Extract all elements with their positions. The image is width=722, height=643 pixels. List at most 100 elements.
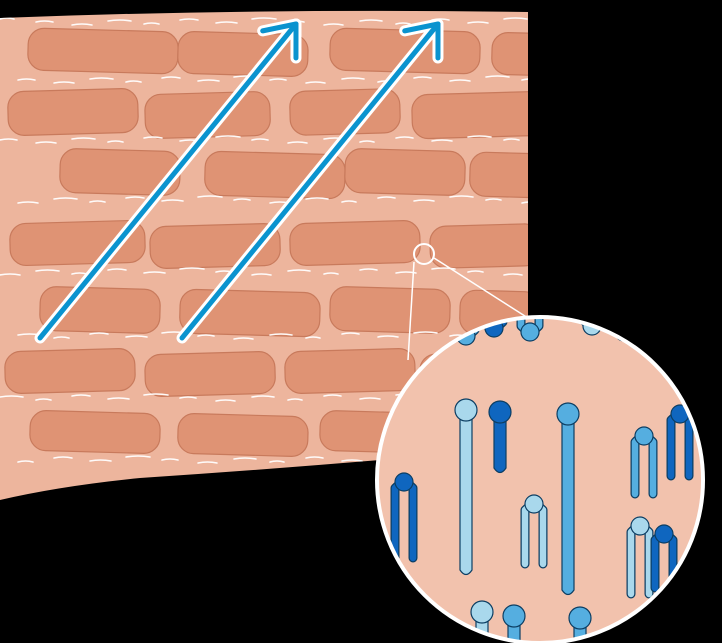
lipid-tail xyxy=(459,409,473,576)
lipid-streak xyxy=(251,138,269,141)
arrow-head xyxy=(260,21,299,61)
lipid-molecule xyxy=(626,516,654,599)
lipid-streak xyxy=(305,197,329,200)
lipid-streak xyxy=(251,17,277,20)
penetration-arrows xyxy=(34,18,444,344)
inset-border xyxy=(375,315,705,643)
lipid-molecule xyxy=(390,472,418,563)
lipid-streak xyxy=(89,459,112,462)
lipid-molecule xyxy=(650,524,678,593)
lipid-streak xyxy=(341,77,365,80)
lipid-streak xyxy=(35,269,60,272)
lipid-streak xyxy=(0,395,24,398)
lipid-head xyxy=(568,606,592,630)
lipid-streak xyxy=(53,456,73,459)
lipid-streak xyxy=(305,456,324,459)
lipid-streak xyxy=(305,81,326,84)
lipid-streak xyxy=(269,333,293,336)
lipid-streak xyxy=(89,77,114,80)
lipid-head xyxy=(502,604,526,628)
lipid-molecule xyxy=(666,404,694,481)
lipid-streak xyxy=(521,201,528,204)
lipid-streak xyxy=(107,268,127,271)
lipid-streak xyxy=(125,80,142,83)
lipid-streak xyxy=(467,21,489,24)
skin-cell xyxy=(4,348,136,394)
lipid-streak xyxy=(125,196,145,199)
skin-cell xyxy=(29,410,161,454)
lipid-streak xyxy=(179,18,199,21)
lipid-molecule xyxy=(610,317,638,342)
lipid-streak xyxy=(233,198,251,201)
lipid-streak xyxy=(0,17,15,20)
lipid-streak xyxy=(485,198,502,201)
lipid-streak xyxy=(71,137,96,140)
skin-cell xyxy=(469,151,528,199)
lipid-streak xyxy=(89,332,109,335)
lipid-head xyxy=(630,516,650,536)
lipid-streak xyxy=(161,76,181,79)
lipid-head xyxy=(524,494,544,514)
lipid-streak xyxy=(233,457,257,460)
skin-cell xyxy=(344,148,466,196)
lipid-streak xyxy=(449,195,474,198)
skin-tissue xyxy=(0,10,528,500)
lipid-head xyxy=(454,398,478,422)
lipid-streak xyxy=(359,397,381,400)
lipid-streak xyxy=(197,334,215,337)
lipid-streak xyxy=(161,199,184,202)
penetration-arrow xyxy=(34,18,302,344)
lipid-streak xyxy=(467,135,492,138)
inset-background xyxy=(377,317,703,643)
lipid-streak xyxy=(0,273,21,276)
lipid-streak xyxy=(143,393,169,396)
lipid-streak xyxy=(107,19,132,22)
lipid-streak xyxy=(359,268,378,271)
lipid-streak xyxy=(35,141,57,144)
lipid-molecule xyxy=(516,317,544,342)
lipid-streak xyxy=(503,17,528,20)
lipid-streak xyxy=(377,335,399,338)
lipid-streak xyxy=(359,140,375,143)
lipid-streak xyxy=(377,196,396,199)
magnifier-callout xyxy=(407,243,529,361)
lipid-streak xyxy=(341,459,363,462)
lipid-tail xyxy=(611,317,637,335)
lipid-streak xyxy=(395,136,414,139)
lipid-streak xyxy=(287,398,303,401)
lipid-streak xyxy=(17,78,36,81)
lipid-streak xyxy=(53,81,75,84)
lipid-streak xyxy=(143,136,163,139)
lipid-streaks xyxy=(0,17,528,464)
lipid-streak xyxy=(413,331,438,334)
lipid-molecule xyxy=(488,400,512,474)
lipid-streak xyxy=(53,336,70,339)
lipid-streak xyxy=(269,78,287,81)
lipid-streak xyxy=(251,395,275,398)
lipid-streak xyxy=(413,199,435,202)
lipid-streak xyxy=(17,460,34,463)
lipid-streak xyxy=(197,461,218,464)
lipid-streak xyxy=(323,23,344,26)
lipid-streak xyxy=(215,399,236,402)
lipid-streak xyxy=(35,398,52,401)
magnified-inset xyxy=(375,315,705,643)
lipid-streak xyxy=(287,269,311,272)
lipid-tail xyxy=(579,317,605,329)
penetration-arrow xyxy=(176,18,444,344)
lipid-streak xyxy=(287,141,308,144)
lipid-streak xyxy=(395,271,417,274)
skin-cell xyxy=(329,286,451,334)
arrow-shaft xyxy=(37,21,299,341)
lipid-streak xyxy=(197,195,223,198)
lipid-streak xyxy=(143,271,166,274)
lipid-streak xyxy=(215,135,241,138)
lipid-streak xyxy=(449,79,471,82)
skin-cell xyxy=(491,32,528,76)
lipid-streak xyxy=(503,273,523,276)
skin-cell xyxy=(411,90,528,140)
lipid-streak xyxy=(71,23,93,26)
lipid-head xyxy=(520,322,540,342)
skin-cell xyxy=(177,413,309,457)
callout-line-right xyxy=(433,257,529,319)
